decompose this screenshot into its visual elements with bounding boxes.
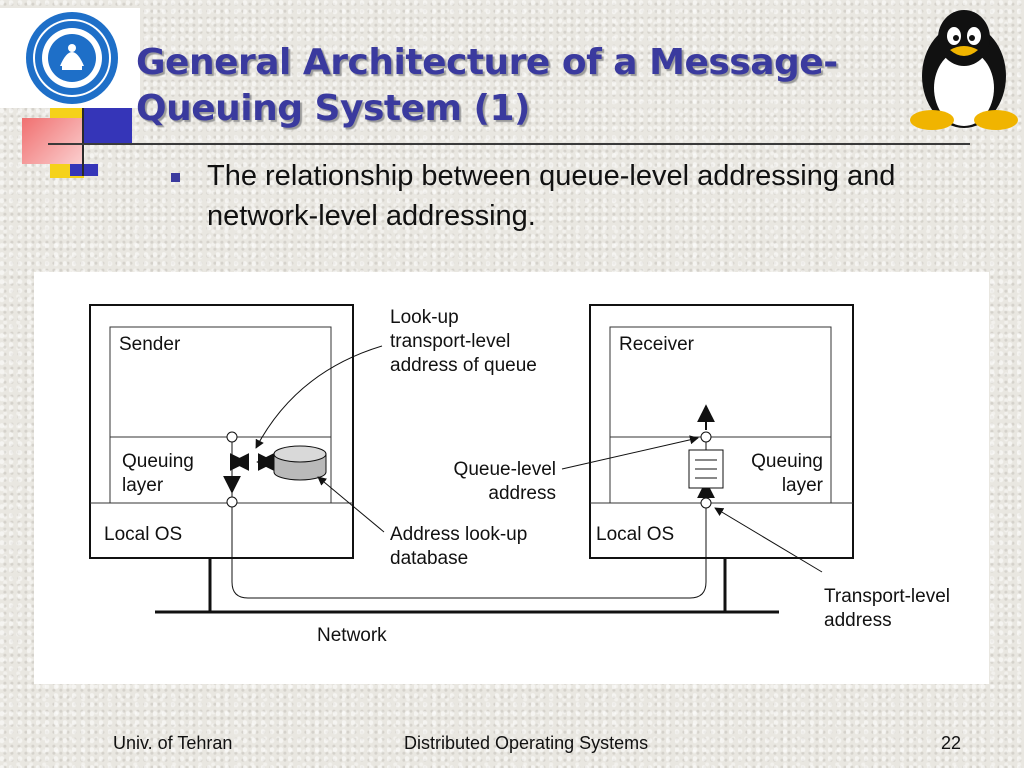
receiver-queue-icon <box>688 449 724 489</box>
deco-vertical-line <box>82 108 84 176</box>
lookup-pointer <box>255 345 383 449</box>
transport-level-label-1: Transport-level <box>824 586 950 607</box>
queue-level-pointer <box>561 435 699 470</box>
message-path <box>231 502 707 599</box>
footer-left: Univ. of Tehran <box>113 733 233 753</box>
lookup-label-2: transport-level <box>390 331 510 352</box>
bullet-marker <box>171 173 180 182</box>
lookup-label-3: address of queue <box>390 355 537 376</box>
sender-queuing-label-1: Queuing <box>122 451 194 472</box>
network-label: Network <box>317 625 387 646</box>
slide-title: General Architecture of a Message- Queui… <box>136 40 896 132</box>
receiver-transport-port <box>700 497 712 509</box>
title-line-1: General Architecture of a Message- <box>136 42 838 83</box>
sender-queuing-label-2: layer <box>122 475 164 496</box>
sender-transport-port <box>226 496 238 508</box>
bullet-text: The relationship between queue-level add… <box>207 160 896 232</box>
sender-label: Sender <box>119 334 181 355</box>
queue-level-label-2: address <box>488 483 556 504</box>
database-pointer <box>317 476 385 533</box>
address-database-icon <box>273 445 327 481</box>
database-label-1: Address look-up <box>390 524 527 545</box>
logo-area <box>0 8 140 108</box>
receiver-local-os-label: Local OS <box>596 524 674 545</box>
receiver-queuing-label-2: layer <box>782 475 824 496</box>
database-label-2: database <box>390 548 468 569</box>
receiver-queue-port <box>700 431 712 443</box>
architecture-diagram: Sender Queuing layer Local OS Receiver Q… <box>89 304 950 646</box>
university-seal-icon <box>26 12 118 104</box>
sender-queue-port <box>226 431 238 443</box>
footer-center: Distributed Operating Systems <box>404 733 649 753</box>
title-line-2: Queuing System (1) <box>136 88 531 129</box>
deco-blue-bar <box>70 164 98 176</box>
penguin-icon <box>910 10 1018 130</box>
title-underline <box>48 143 970 145</box>
diagram-panel: Sender Queuing layer Local OS Receiver Q… <box>34 272 989 684</box>
lookup-label-1: Look-up <box>390 307 459 328</box>
transport-level-pointer <box>714 507 823 573</box>
transport-level-label-2: address <box>824 610 892 631</box>
receiver-queuing-label-1: Queuing <box>751 451 823 472</box>
queue-level-label-1: Queue-level <box>454 459 556 480</box>
deco-red-square <box>22 118 84 164</box>
deco-blue-square <box>84 108 132 144</box>
footer-page-number: 22 <box>941 733 962 753</box>
sender-local-os-label: Local OS <box>104 524 182 545</box>
receiver-label: Receiver <box>619 334 695 355</box>
